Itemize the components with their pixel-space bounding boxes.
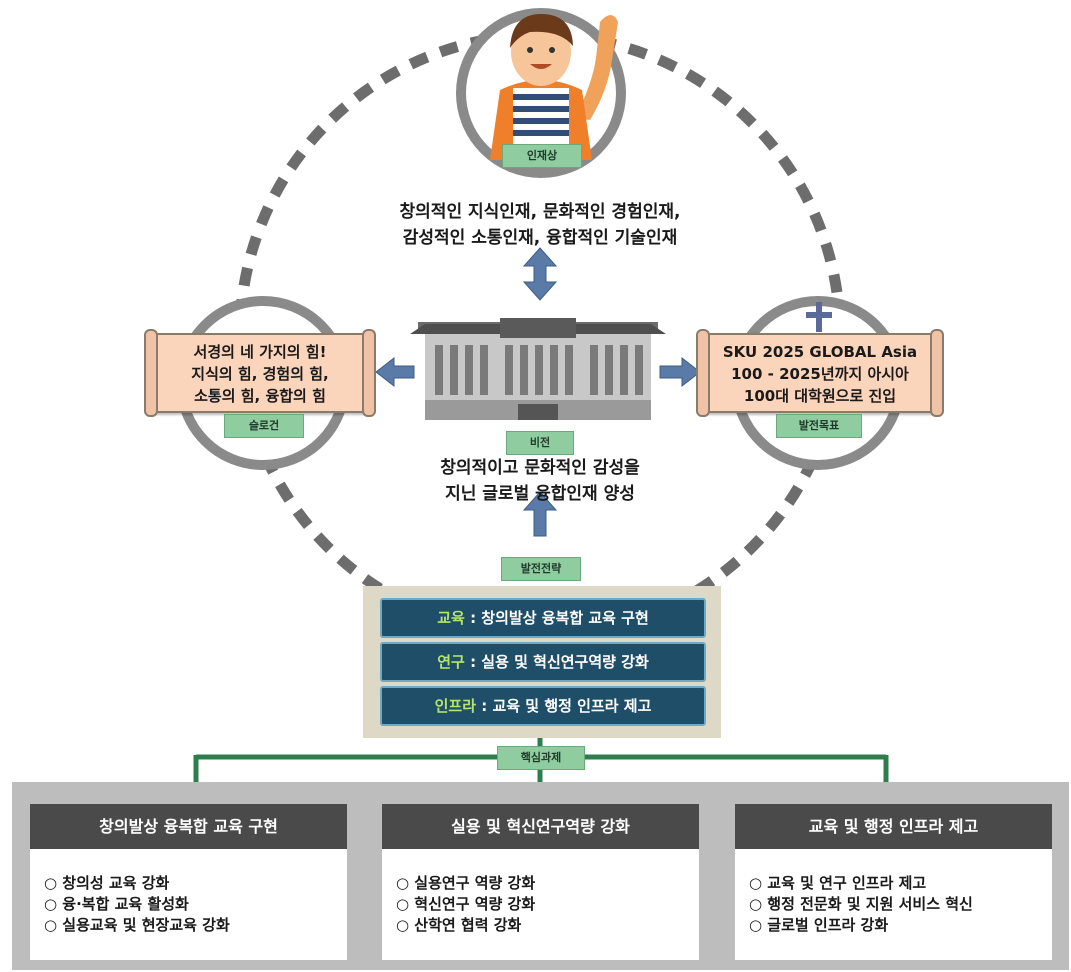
- panel-item: ○ 글로벌 인프라 강화: [749, 916, 889, 934]
- strategy-key: 연구: [437, 653, 465, 671]
- building-illustration: [410, 318, 666, 420]
- goal-scroll: SKU 2025 GLOBAL Asia 100 - 2025년까지 아시아 1…: [696, 329, 944, 417]
- strategy-text: 실용 및 혁신연구역량 강화: [481, 653, 649, 671]
- task-panel: 교육 및 행정 인프라 제고 ○ 교육 및 연구 인프라 제고 ○ 행정 전문화…: [735, 804, 1052, 960]
- vision-line-1: 창의적이고 문화적인 감성을: [440, 458, 640, 478]
- persona-text: 창의적인 지식인재, 문화적인 경험인재, 감성적인 소통인재, 융합적인 기술…: [330, 199, 750, 251]
- goal-line-3: 100대 대학원으로 진입: [743, 387, 897, 405]
- slogan-tag: 슬로건: [224, 414, 304, 438]
- person-illustration: [490, 14, 618, 160]
- strategy-box: 교육 : 창의발상 융복합 교육 구현 연구 : 실용 및 혁신연구역량 강화 …: [363, 586, 721, 738]
- strategy-tag: 발전전략: [501, 557, 581, 581]
- core-tasks-tag: 핵심과제: [497, 746, 585, 770]
- slogan-scroll: 서경의 네 가지의 힘! 지식의 힘, 경험의 힘, 소통의 힘, 융합의 힘: [144, 329, 376, 417]
- slogan-line-2: 지식의 힘, 경험의 힘,: [191, 365, 329, 383]
- strategy-key: 인프라: [434, 697, 477, 715]
- scroll-roll-right: [362, 329, 376, 417]
- slogan-line-3: 소통의 힘, 융합의 힘: [194, 387, 326, 405]
- goal-line-2: 100 - 2025년까지 아시아: [731, 365, 909, 383]
- panel-item: ○ 융·복합 교육 활성화: [44, 895, 189, 913]
- scroll-roll-right: [930, 329, 944, 417]
- panel-title: 창의발상 융복합 교육 구현: [30, 804, 347, 849]
- persona-line-2: 감성적인 소통인재, 융합적인 기술인재: [402, 228, 678, 248]
- strategy-item: 연구 : 실용 및 혁신연구역량 강화: [380, 642, 706, 682]
- strategy-text: 교육 및 행정 인프라 제고: [492, 697, 652, 715]
- strategy-key: 교육: [437, 609, 465, 627]
- scroll-roll-left: [144, 329, 158, 417]
- panel-item: ○ 실용교육 및 현장교육 강화: [44, 916, 230, 934]
- panel-title: 교육 및 행정 인프라 제고: [735, 804, 1052, 849]
- panel-body: ○ 교육 및 연구 인프라 제고 ○ 행정 전문화 및 지원 서비스 혁신 ○ …: [735, 849, 1052, 960]
- panel-item: ○ 실용연구 역량 강화: [396, 874, 536, 892]
- vision-line-2: 지닌 글로벌 융합인재 양성: [445, 484, 635, 504]
- vision-text: 창의적이고 문화적인 감성을 지닌 글로벌 융합인재 양성: [360, 455, 720, 507]
- strategy-item: 교육 : 창의발상 융복합 교육 구현: [380, 598, 706, 638]
- goal-line-1: SKU 2025 GLOBAL Asia: [722, 343, 918, 361]
- task-panel: 실용 및 혁신연구역량 강화 ○ 실용연구 역량 강화 ○ 혁신연구 역량 강화…: [382, 804, 699, 960]
- panel-item: ○ 창의성 교육 강화: [44, 874, 170, 892]
- right-arrow: [659, 356, 701, 388]
- goal-tag: 발전목표: [776, 414, 862, 438]
- panel-item: ○ 교육 및 연구 인프라 제고: [749, 874, 927, 892]
- scroll-roll-left: [696, 329, 710, 417]
- left-arrow: [375, 356, 415, 388]
- strategy-item: 인프라 : 교육 및 행정 인프라 제고: [380, 686, 706, 726]
- panel-item: ○ 혁신연구 역량 강화: [396, 895, 536, 913]
- panel-title: 실용 및 혁신연구역량 강화: [382, 804, 699, 849]
- panel-item: ○ 행정 전문화 및 지원 서비스 혁신: [749, 895, 973, 913]
- strategy-text: 창의발상 융복합 교육 구현: [481, 609, 649, 627]
- panel-item: ○ 산학연 협력 강화: [396, 916, 522, 934]
- slogan-line-1: 서경의 네 가지의 힘!: [193, 343, 327, 361]
- persona-line-1: 창의적인 지식인재, 문화적인 경험인재,: [399, 202, 681, 222]
- vision-tag: 비전: [506, 431, 574, 455]
- persona-tag: 인재상: [502, 144, 582, 168]
- up-arrow: [522, 491, 558, 537]
- double-arrow: [522, 247, 558, 301]
- panel-body: ○ 창의성 교육 강화 ○ 융·복합 교육 활성화 ○ 실용교육 및 현장교육 …: [30, 849, 347, 960]
- core-tasks-area: 창의발상 융복합 교육 구현 ○ 창의성 교육 강화 ○ 융·복합 교육 활성화…: [12, 782, 1069, 970]
- panel-body: ○ 실용연구 역량 강화 ○ 혁신연구 역량 강화 ○ 산학연 협력 강화: [382, 849, 699, 960]
- task-panel: 창의발상 융복합 교육 구현 ○ 창의성 교육 강화 ○ 융·복합 교육 활성화…: [30, 804, 347, 960]
